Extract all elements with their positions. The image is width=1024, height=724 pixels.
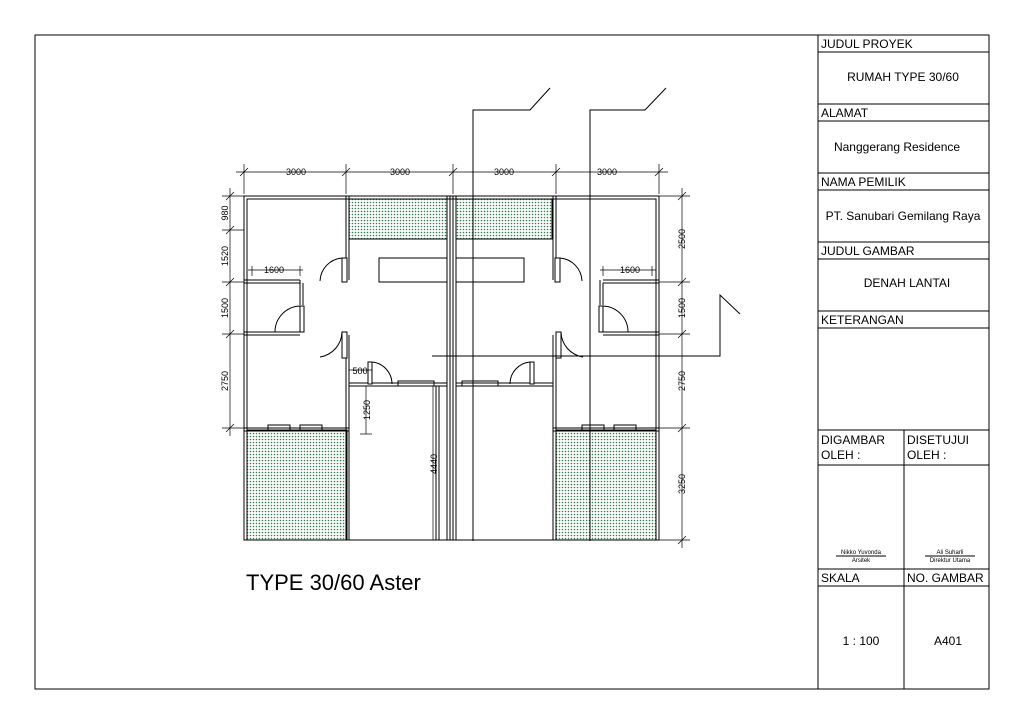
floor-plan — [243, 87, 741, 541]
garden-hatch — [348, 198, 448, 240]
sheet-no-value: A401 — [934, 634, 962, 648]
owner-label: NAMA PEMILIK — [821, 175, 906, 189]
dim-top-2: 3000 — [390, 167, 410, 177]
garden-hatch — [455, 198, 553, 240]
dim-1250: 1250 — [362, 400, 372, 420]
dim-inner-right: 1600 — [620, 265, 640, 275]
approved-role: Direktur Utama — [930, 558, 971, 564]
dim-left-4: 2750 — [220, 371, 230, 391]
dim-top-3: 3000 — [494, 167, 514, 177]
dim-door-width: 500 — [352, 366, 367, 376]
dim-right-4: 3250 — [677, 474, 687, 494]
approved-label-2: OLEH : — [907, 448, 946, 462]
drawn-by-name: Nikko Yuvonda — [841, 550, 882, 556]
dim-top-4: 3000 — [597, 167, 617, 177]
dim-right-1: 2500 — [677, 229, 687, 249]
notes-label: KETERANGAN — [821, 313, 904, 327]
dim-left-1: 980 — [220, 205, 230, 220]
sheet-border — [34, 34, 990, 690]
garden-hatch — [246, 429, 348, 541]
dim-inner-left: 1600 — [264, 265, 284, 275]
sheet-no-label: NO. GAMBAR — [907, 571, 984, 585]
title-block-text: JUDUL PROYEK RUMAH TYPE 30/60 ALAMAT Nan… — [821, 37, 984, 648]
dimension-labels: 3000 3000 3000 3000 980 1520 1500 2750 2… — [220, 167, 687, 494]
dim-top-1: 3000 — [286, 167, 306, 177]
drawing-value: DENAH LANTAI — [864, 276, 950, 290]
scale-value: 1 : 100 — [843, 634, 880, 648]
scale-label: SKALA — [821, 571, 860, 585]
project-label: JUDUL PROYEK — [821, 37, 913, 51]
drawn-by-label-1: DIGAMBAR — [821, 433, 885, 447]
project-value: RUMAH TYPE 30/60 — [847, 70, 959, 84]
dim-left-3: 1500 — [220, 298, 230, 318]
plan-title: TYPE 30/60 Aster — [246, 570, 421, 595]
address-value: Nanggerang Residence — [834, 140, 960, 154]
approved-label-1: DISETUJUI — [907, 433, 969, 447]
address-label: ALAMAT — [821, 106, 869, 120]
dimension-lines — [222, 164, 690, 548]
owner-value: PT. Sanubari Gemilang Raya — [826, 209, 981, 223]
approved-name: Ali Suharli — [936, 550, 963, 556]
drawn-by-role: Arsitek — [852, 558, 871, 564]
title-block — [817, 34, 990, 690]
dim-right-3: 2750 — [677, 371, 687, 391]
dim-left-2: 1520 — [220, 246, 230, 266]
dim-4440: 4440 — [429, 454, 439, 474]
garden-hatch — [555, 429, 657, 541]
dim-right-2: 1500 — [677, 298, 687, 318]
drawing-label: JUDUL GAMBAR — [821, 244, 915, 258]
drawn-by-label-2: OLEH : — [821, 448, 860, 462]
